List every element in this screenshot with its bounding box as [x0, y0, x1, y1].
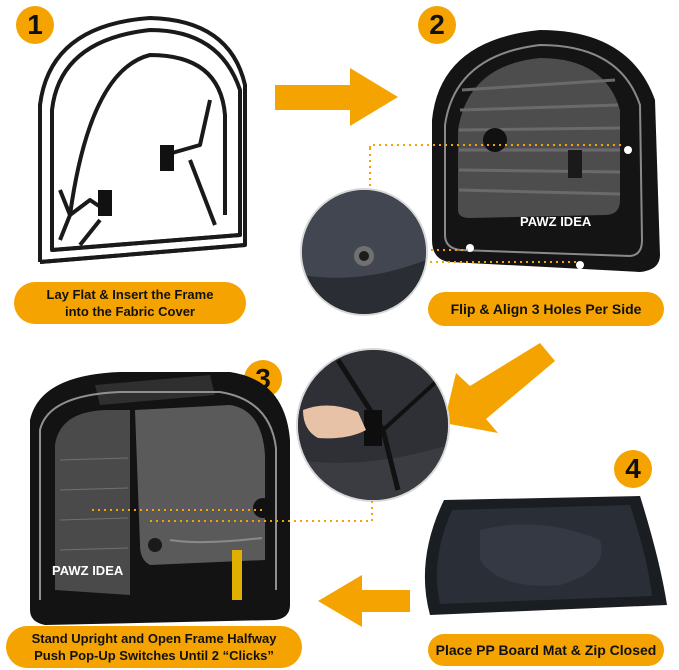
step-3-badge: 3	[244, 360, 282, 398]
hole-detail-photo	[300, 188, 428, 316]
step-2-caption: Flip & Align 3 Holes Per Side	[428, 292, 664, 326]
brand-logo: PAWZ IDEA	[520, 214, 592, 229]
step-4-caption: Place PP Board Mat & Zip Closed	[428, 634, 664, 666]
brand-logo-3: PAWZ IDEA	[52, 563, 124, 578]
step-3-caption: Stand Upright and Open Frame Halfway Pus…	[6, 626, 302, 668]
pop-up-switch-right	[160, 145, 174, 171]
step-2-badge: 2	[418, 6, 456, 44]
step-1-caption: Lay Flat & Insert the Frame into the Fab…	[14, 282, 246, 324]
step-1-badge: 1	[16, 6, 54, 44]
step-4-badge: 4	[614, 450, 652, 488]
pop-up-switch-left	[98, 190, 112, 216]
switch-detail-photo	[296, 348, 450, 502]
